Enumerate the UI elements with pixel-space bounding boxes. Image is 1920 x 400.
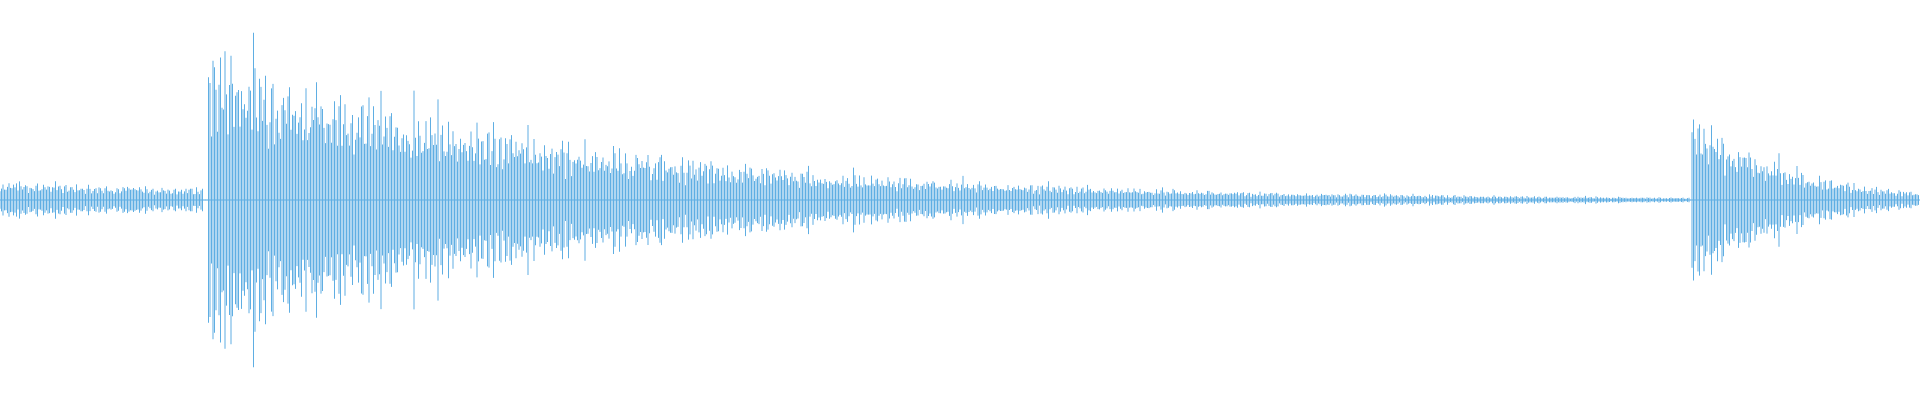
waveform-samples [0,32,1919,368]
